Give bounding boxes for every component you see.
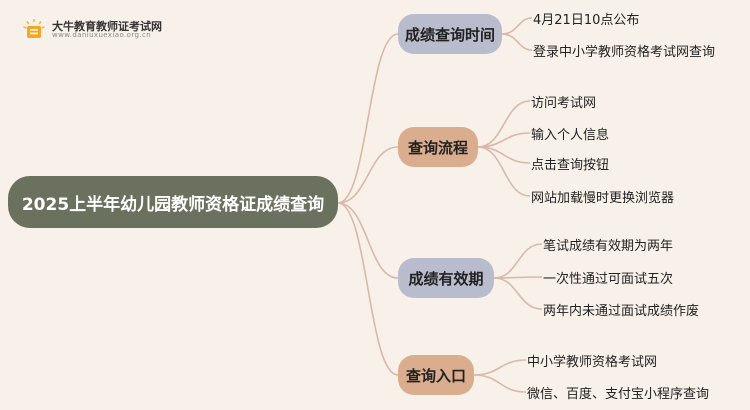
leaf-enter-info: 输入个人信息 bbox=[531, 128, 610, 143]
leaf-score-void: 两年内未通过面试成绩作废 bbox=[543, 304, 700, 319]
leaf-change-browser: 网站加载慢时更换浏览器 bbox=[531, 191, 675, 206]
leaf-five-interviews: 一次性通过可面试五次 bbox=[543, 272, 674, 287]
leaf-click-query: 点击查询按钮 bbox=[531, 158, 610, 173]
branch-query-entry: 查询入口 bbox=[398, 355, 474, 395]
leaf-announce-date: 4月21日10点公布 bbox=[533, 13, 640, 28]
site-logo: 大牛教育教师证考试网 www.daniuxuexiao.org.cn bbox=[22, 18, 162, 42]
book-icon bbox=[22, 18, 46, 42]
leaf-official-site: 中小学教师资格考试网 bbox=[527, 355, 658, 370]
branch-query-process: 查询流程 bbox=[398, 127, 478, 167]
branch-score-query-time: 成绩查询时间 bbox=[398, 14, 502, 54]
leaf-valid-two-years: 笔试成绩有效期为两年 bbox=[543, 239, 674, 254]
leaf-login-query: 登录中小学教师资格考试网查询 bbox=[533, 45, 716, 60]
leaf-mini-programs: 微信、百度、支付宝小程序查询 bbox=[527, 387, 710, 402]
root-node: 2025上半年幼儿园教师资格证成绩查询 bbox=[8, 176, 338, 228]
logo-title: 大牛教育教师证考试网 bbox=[52, 19, 162, 33]
leaf-visit-site: 访问考试网 bbox=[531, 96, 597, 111]
logo-subtitle: www.daniuxuexiao.org.cn bbox=[52, 31, 152, 40]
branch-score-validity: 成绩有效期 bbox=[398, 258, 494, 298]
